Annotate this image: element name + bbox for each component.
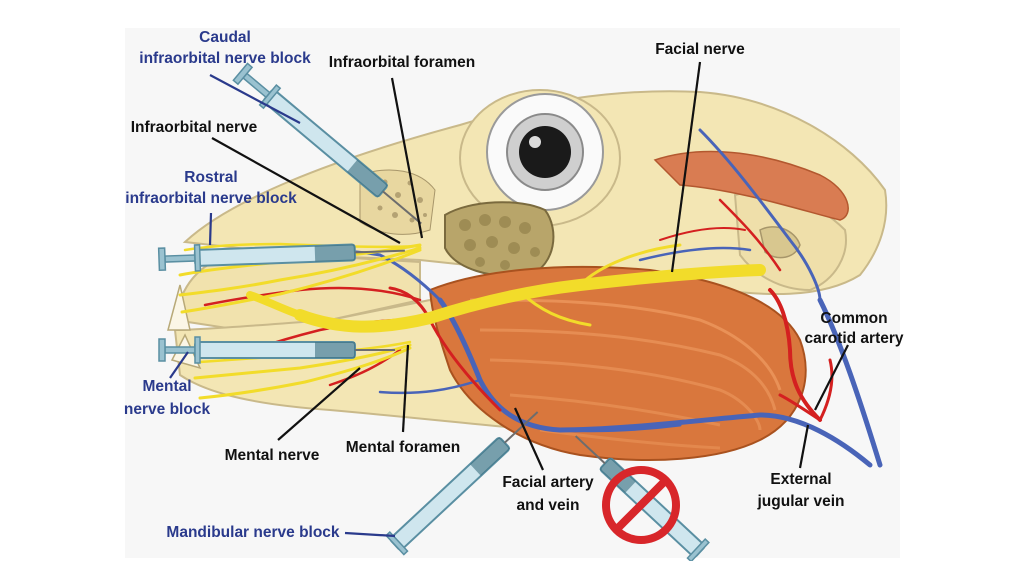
label-infraorbital-nerve: Infraorbital nerve (131, 119, 258, 136)
prohibited-sign-icon (602, 466, 680, 544)
label-mental-nerve: Mental nerve (225, 447, 320, 464)
eye-icon (519, 126, 571, 178)
leader-facial-nerve (670, 61, 702, 273)
facial-nerve-trunk (294, 264, 766, 333)
upper-incisor (167, 284, 191, 331)
label-external-jugular-line2: jugular vein (757, 493, 845, 510)
leader-mandibular-block (344, 531, 396, 538)
label-common-carotid-line2: carotid artery (804, 330, 903, 347)
label-mental-block-line2: nerve block (124, 401, 211, 418)
label-infraorbital-foramen: Infraorbital foramen (329, 54, 475, 71)
leader-rostral-block (208, 212, 213, 246)
syringe-mental (158, 336, 395, 364)
label-caudal-block-line1: Caudal (199, 29, 251, 46)
eye (459, 89, 621, 227)
leader-infraorbital-foramen (390, 77, 424, 239)
leader-caudal-block (209, 74, 301, 124)
label-common-carotid-line1: Common (820, 310, 887, 327)
label-caudal-block-line2: infraorbital nerve block (139, 50, 311, 67)
label-rostral-block-line2: infraorbital nerve block (125, 190, 297, 207)
gland-texture (459, 214, 540, 270)
leader-external-jugular (798, 424, 810, 469)
masseter-muscle (428, 265, 807, 461)
label-mandibular-block: Mandibular nerve block (166, 524, 340, 541)
eye-highlight (529, 136, 541, 148)
leader-facial-artery-vein (513, 407, 545, 471)
label-external-jugular-line1: External (770, 471, 831, 488)
leader-mental-block (169, 351, 189, 379)
label-facial-nerve: Facial nerve (655, 41, 745, 58)
leader-mental-nerve (277, 367, 361, 441)
label-facial-artery-line1: Facial artery (502, 474, 594, 491)
leader-lines (211, 61, 849, 471)
label-rostral-block-line1: Rostral (184, 169, 237, 186)
label-mental-block-line1: Mental (142, 378, 191, 395)
syringe-caudal-infraorbital (232, 62, 422, 225)
leader-mental-foramen (401, 344, 410, 433)
block-leader-lines (169, 74, 396, 538)
zygomatic-salivary-gland (444, 201, 555, 278)
leader-common-carotid (814, 344, 849, 411)
syringe-prohibited-approach (574, 435, 710, 561)
syringe-rostral-infraorbital (157, 243, 405, 272)
veins (248, 128, 883, 468)
ear-canal (759, 226, 801, 259)
syringe-mandibular (385, 411, 539, 556)
leader-infraorbital-nerve (211, 137, 401, 244)
labels: Caudal infraorbital nerve block Infraorb… (124, 29, 904, 541)
label-mental-foramen: Mental foramen (346, 439, 461, 456)
label-facial-artery-line2: and vein (517, 497, 580, 514)
